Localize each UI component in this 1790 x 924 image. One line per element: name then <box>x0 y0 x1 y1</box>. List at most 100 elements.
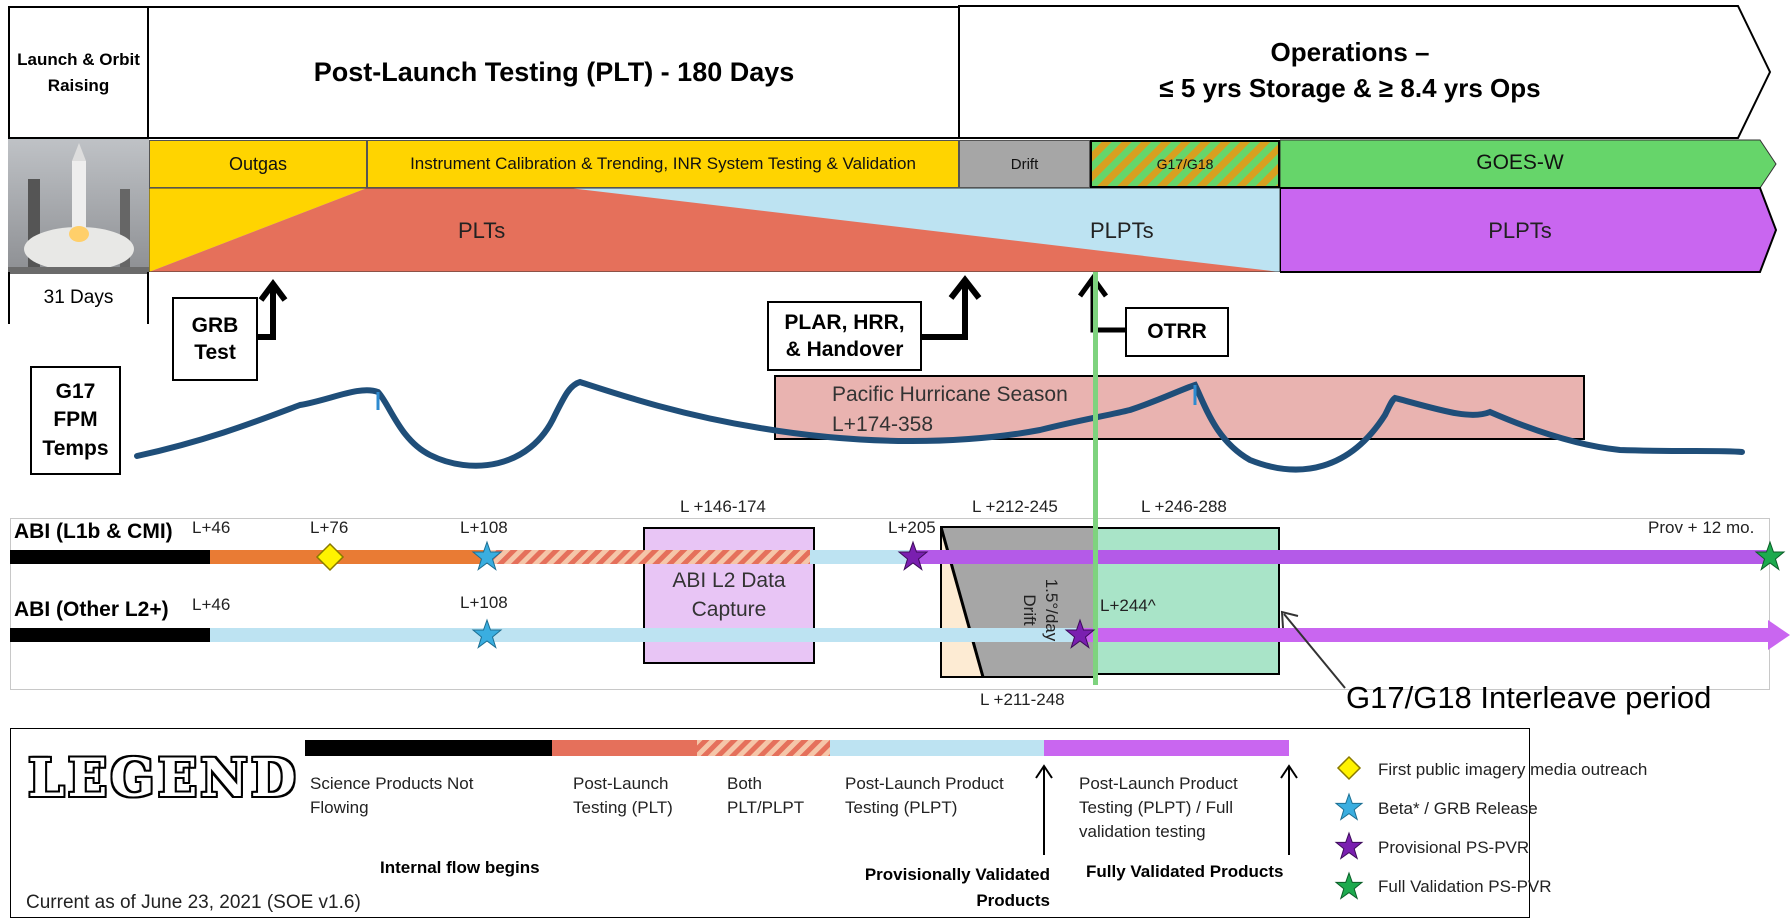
legend-plpt-line1: Post-Launch Product <box>845 774 1004 793</box>
star-purple-l205 <box>897 540 929 571</box>
milestone-arrows <box>258 273 1125 340</box>
operations-phase-arrow <box>958 5 1772 139</box>
interleave-label: G17/G18 Interleave period <box>1346 680 1712 715</box>
legend-sym-full: Full Validation PS-PVR <box>1378 877 1552 896</box>
rocket-launch-image <box>8 139 149 274</box>
legend-full-text: Post-Launch Product Testing (PLPT) / Ful… <box>1079 772 1238 843</box>
fpm-temperature-curve <box>134 378 1745 473</box>
legend-prov-valid-line1: Provisionally Validated <box>864 865 1050 884</box>
fpm-line3: Temps <box>42 436 109 460</box>
label-l46-row2: L+46 <box>192 595 231 614</box>
legend-diamond <box>1336 755 1362 781</box>
legend-full-line2: Testing (PLPT) / Full <box>1079 797 1233 817</box>
abi-l2-line1: ABI L2 Data <box>672 569 786 592</box>
star-purple-l244 <box>1064 618 1096 649</box>
label-l46-row1: L+46 <box>192 518 231 537</box>
plpts-mid-label: PLPTs <box>1090 218 1154 243</box>
launch-phase-label: Launch & Orbit Raising <box>17 50 140 95</box>
legend-star-green <box>1334 871 1364 900</box>
goes-w-label: GOES-W <box>1476 151 1564 174</box>
row1-lightblue-segment <box>810 550 913 564</box>
legend-sym-first: First public imagery media outreach <box>1378 760 1648 779</box>
goes-w-arrow <box>1280 139 1777 189</box>
operations-phase-label: Operations – ≤ 5 yrs Storage & ≥ 8.4 yrs… <box>960 34 1740 107</box>
legend-fully-validated: Fully Validated Products <box>1086 862 1284 881</box>
hurricane-season-box <box>774 375 1585 440</box>
fpm-line1: G17 <box>55 379 96 403</box>
legend-bar-purple <box>1044 740 1289 756</box>
star-blue-l108-row2 <box>471 618 503 649</box>
legend-plt-text: Post-Launch Testing (PLT) <box>573 772 673 820</box>
row2-arrowhead <box>1768 620 1790 650</box>
legend-full-line3: validation testing <box>1079 821 1206 841</box>
legend-plt-line2: Testing (PLT) <box>573 797 673 817</box>
label-l108-row1: L+108 <box>460 518 508 537</box>
label-l146-174: L +146-174 <box>680 497 766 516</box>
abi-l2-capture-text: ABI L2 Data Capture <box>643 566 815 625</box>
label-l76: L+76 <box>310 518 349 537</box>
abi-timeline-panel <box>10 518 1770 690</box>
hurricane-season-text: Pacific Hurricane Season L+174-358 <box>832 380 1068 441</box>
label-l205: L+205 <box>888 518 936 537</box>
launch-days-label: 31 Days <box>43 287 114 308</box>
legend-both-text: Both PLT/PLPT <box>727 772 804 820</box>
legend-prov-valid-line2: Products <box>976 890 1050 910</box>
legend-star-purple <box>1334 831 1364 860</box>
calibration-label: Instrument Calibration & Trending, INR S… <box>410 154 916 173</box>
grb-line1: GRB <box>191 313 239 337</box>
legend-sym-prov: Provisional PS-PVR <box>1378 838 1530 857</box>
green-vertical-line <box>1093 272 1098 685</box>
legend-provisionally-validated: Provisionally Validated Products <box>850 862 1050 913</box>
fpm-line2: FPM <box>53 408 98 432</box>
plar-line2: & Handover <box>785 338 904 361</box>
plar-line1: PLAR, HRR, <box>784 310 905 334</box>
label-l244: L+244^ <box>1100 596 1156 615</box>
legend-bar-hatch <box>697 740 830 756</box>
grb-test-callout: GRB Test <box>172 297 258 381</box>
legend-bar-lightblue <box>830 740 1044 756</box>
current-as-of: Current as of June 23, 2021 (SOE v1.6) <box>26 892 361 913</box>
launch-days-box: 31 Days <box>8 272 149 324</box>
legend-both-line2: PLT/PLPT <box>727 797 805 817</box>
operations-line2: ≤ 5 yrs Storage & ≥ 8.4 yrs Ops <box>1159 73 1541 104</box>
hurricane-line2: L+174-358 <box>832 413 934 437</box>
plts-label: PLTs <box>458 218 506 243</box>
abi-timeline-bars <box>10 550 1790 650</box>
row1-label: ABI (L1b & CMI) <box>14 520 173 543</box>
row1-black-segment <box>10 550 210 564</box>
legend-both-line1: Both <box>727 774 762 793</box>
legend-sym-beta: Beta* / GRB Release <box>1378 799 1538 818</box>
drift-label: Drift <box>1010 155 1039 173</box>
legend-science-line1: Science Products Not <box>310 774 474 793</box>
calibration-bar: Instrument Calibration & Trending, INR S… <box>367 140 959 188</box>
legend-plpt-line2: Testing (PLPT) <box>845 797 958 817</box>
legend-science-text: Science Products Not Flowing <box>310 772 473 820</box>
plpts-right-label: PLPTs <box>1488 218 1552 243</box>
interleave-pointer <box>1283 613 1346 689</box>
star-blue-l108-row1 <box>471 540 503 571</box>
legend-full-line1: Post-Launch Product <box>1079 774 1238 793</box>
outgas-label: Outgas <box>228 153 288 174</box>
legend-plpt-text: Post-Launch Product Testing (PLPT) <box>845 772 1004 820</box>
plt-phase-label: Post-Launch Testing (PLT) - 180 Days <box>313 57 795 87</box>
label-l211-248: L +211-248 <box>980 690 1065 709</box>
row1-purple-segment <box>913 550 1770 564</box>
timeline-markers <box>315 540 1786 689</box>
abi-l2-line2: Capture <box>691 598 767 622</box>
plt-plpt-band <box>149 188 1280 272</box>
otrr-callout: OTRR <box>1125 307 1229 357</box>
drift-bar: Drift <box>959 140 1090 188</box>
legend-bar-black <box>305 740 552 756</box>
legend-box <box>10 728 1530 918</box>
row2-label: ABI (Other L2+) <box>14 598 169 621</box>
operations-line1: Operations – <box>1270 37 1430 67</box>
diamond-l76 <box>315 542 345 572</box>
label-l108-row2: L+108 <box>460 593 508 612</box>
label-l212-245: L +212-245 <box>972 497 1058 516</box>
g17-g18-label: G17/G18 <box>1156 156 1214 172</box>
row2-black-segment <box>10 628 210 642</box>
legend-title: LEGEND <box>28 748 299 809</box>
legend-plt-line1: Post-Launch <box>573 774 669 793</box>
